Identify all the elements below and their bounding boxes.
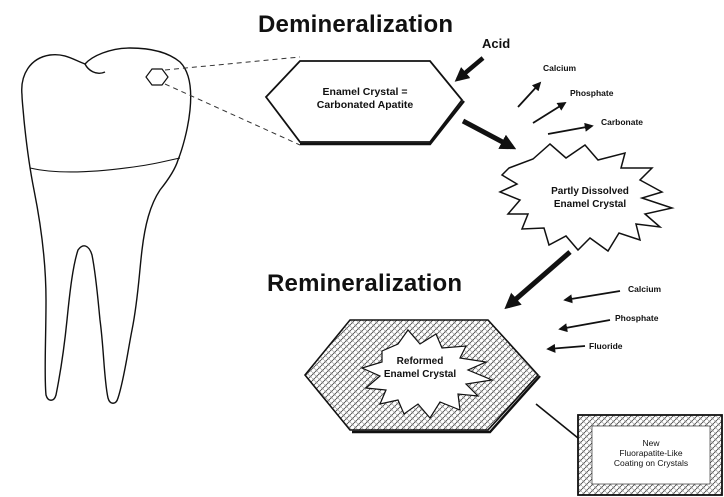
enamel-crystal-line2: Carbonated Apatite [300,99,430,112]
reformed-crystal-label: Reformed Enamel Crystal [365,355,475,381]
partly-dissolved-label: Partly Dissolved Enamel Crystal [530,185,650,211]
reformed-line2: Enamel Crystal [365,368,475,381]
demin-product-carbonate: Carbonate [601,117,643,127]
coating-label: New Fluorapatite-Like Coating on Crystal… [592,438,710,468]
remin-input-calcium: Calcium [628,284,661,294]
remineralization-title: Remineralization [267,270,462,298]
reform-arrow [508,252,570,306]
remin-input-phosphate: Phosphate [615,313,658,323]
enamel-crystal-label: Enamel Crystal = Carbonated Apatite [300,86,430,112]
coating-line3: Coating on Crystals [592,458,710,468]
demineralization-title: Demineralization [258,11,453,39]
coating-line1: New [592,438,710,448]
partly-dissolved-line1: Partly Dissolved [530,185,650,198]
partly-dissolved-line2: Enamel Crystal [530,198,650,211]
enamel-crystal-line1: Enamel Crystal = [300,86,430,99]
demin-product-calcium: Calcium [543,63,576,73]
remin-input-fluoride: Fluoride [589,341,623,351]
demin-product-phosphate: Phosphate [570,88,613,98]
tooth-drawing [22,48,191,403]
coating-connector [536,404,578,438]
coating-line2: Fluorapatite-Like [592,448,710,458]
acid-label: Acid [482,36,510,51]
acid-arrow [458,58,483,79]
dissolve-arrow [463,121,512,147]
reformed-line1: Reformed [365,355,475,368]
